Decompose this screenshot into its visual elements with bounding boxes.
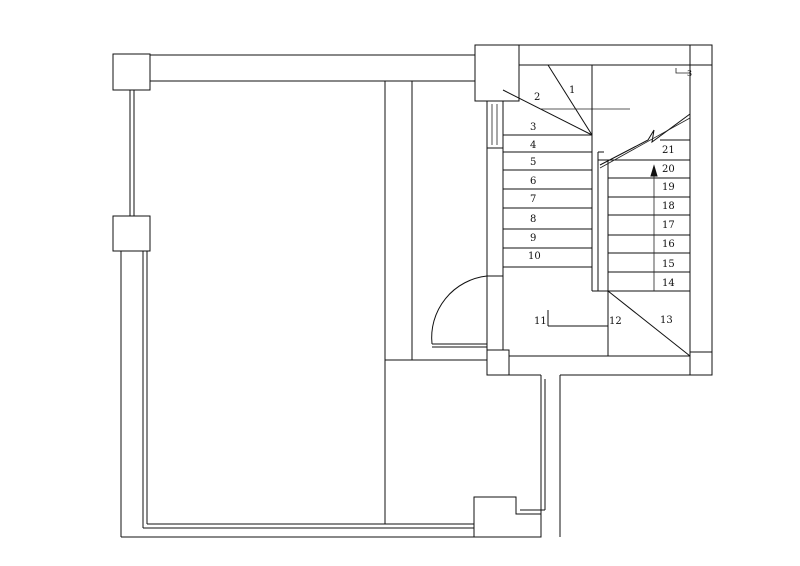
step-number: 7 xyxy=(530,194,536,205)
columns xyxy=(113,45,712,537)
column-top-center xyxy=(475,45,519,101)
step-number: 9 xyxy=(530,233,536,244)
step-number: 20 xyxy=(662,164,675,175)
step-number: 1 xyxy=(569,85,575,96)
step-number: 4 xyxy=(530,140,536,151)
step-number: 19 xyxy=(662,182,675,193)
step-number: 12 xyxy=(609,316,622,327)
column-top-left xyxy=(113,54,150,90)
column-mid-left xyxy=(113,216,150,251)
step-number: 15 xyxy=(662,259,675,270)
column-bottom-center xyxy=(474,497,541,537)
top-wall xyxy=(150,55,476,81)
column-stair-bottom-right xyxy=(690,352,712,375)
step-number: 17 xyxy=(662,220,675,231)
stair-right-run xyxy=(598,114,690,291)
column-stair-top-right xyxy=(690,45,712,65)
step-number: 5 xyxy=(530,157,536,168)
step-number: 2 xyxy=(534,92,540,103)
door-swing xyxy=(432,276,487,347)
step-number: 18 xyxy=(662,201,675,212)
stair-landing xyxy=(548,291,690,356)
interior-partitions xyxy=(385,81,487,524)
stair-enclosure xyxy=(487,45,712,537)
step-number: 11 xyxy=(534,316,547,327)
left-wall xyxy=(121,90,147,537)
step-number: 13 xyxy=(660,315,673,326)
step-numbers: 1 2 3 4 5 6 7 8 9 10 11 12 13 14 15 16 1… xyxy=(528,69,692,327)
bottom-wall xyxy=(121,524,516,537)
step-number: 16 xyxy=(662,239,675,250)
corner-mark: 3 xyxy=(687,69,692,78)
column-stair-bottom-left xyxy=(487,350,509,375)
step-number: 8 xyxy=(530,214,536,225)
step-number: 6 xyxy=(530,176,536,187)
step-number: 21 xyxy=(662,145,675,156)
step-number: 10 xyxy=(528,251,541,262)
step-number: 14 xyxy=(662,278,675,289)
step-number: 3 xyxy=(530,122,536,133)
stair-left-run xyxy=(503,65,630,267)
